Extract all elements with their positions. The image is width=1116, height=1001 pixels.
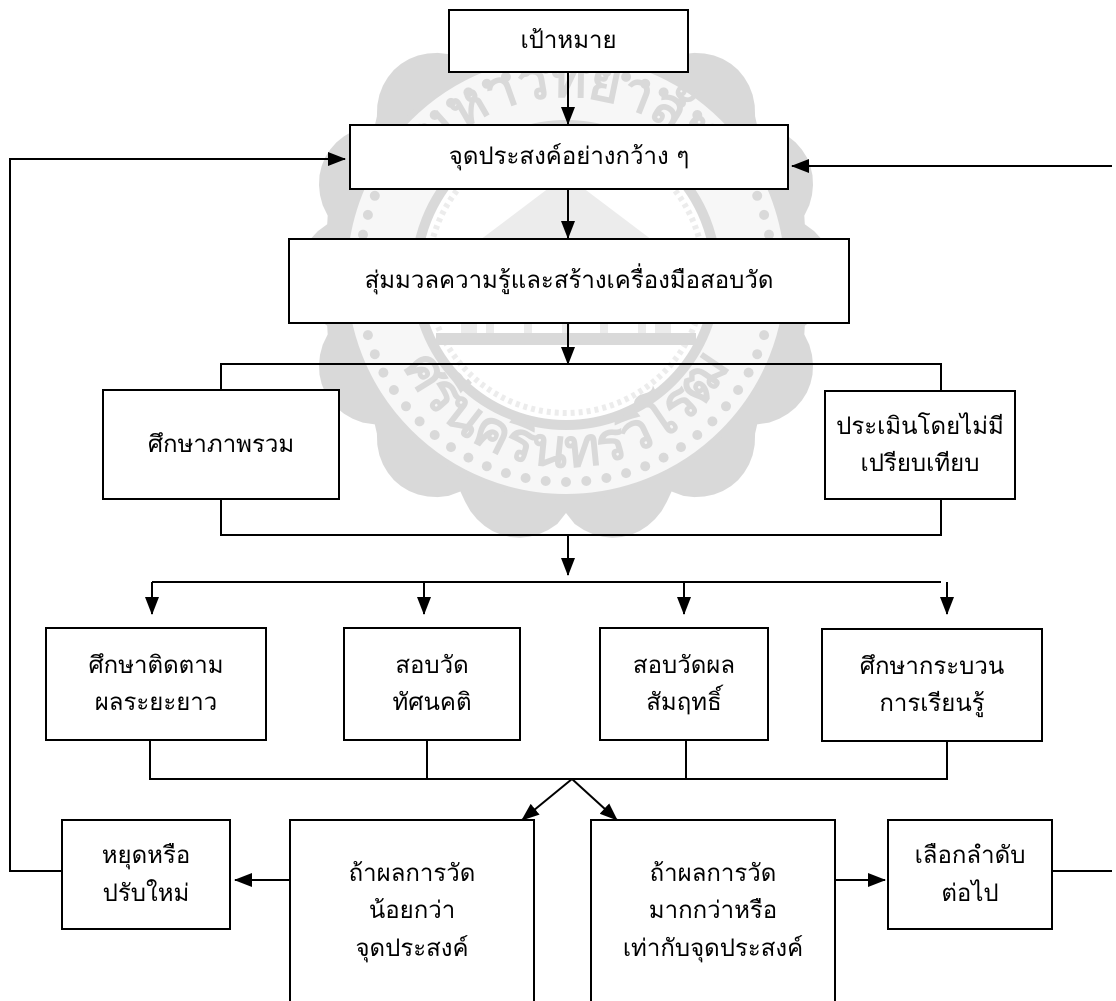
box-text-line: สุ่มมวลความรู้และสร้างเครื่องมือสอบวัด [364,266,774,295]
content-and-tools-box: สุ่มมวลความรู้และสร้างเครื่องมือสอบวัด [288,238,850,324]
box-text-line: มากกว่าหรือ [648,896,778,925]
box-text-line: หยุดหรือ [101,841,191,870]
box-text-line: ศึกษากระบวน [859,651,1005,680]
below-objective-box: ถ้าผลการวัดน้อยกว่าจุดประสงค์ [289,819,535,1001]
box-text-line: เท่ากับจุดประสงค์ [622,933,804,962]
box-text-line: ศึกษาติดตาม [88,650,224,679]
box-text-line: ทัศนคติ [392,688,472,716]
box-text-line: เลือกลำดับ [914,841,1026,870]
attitude-test-box: สอบวัดทัศนคติ [343,627,521,741]
box-text-line: สัมฤทธิ์ [646,688,722,716]
box-text-line: สอบวัดผล [632,650,736,679]
box-text-line: ถ้าผลการวัด [348,859,476,888]
longitudinal-study-box: ศึกษาติดตามผลระยะยาว [45,627,267,741]
meets-objective-box: ถ้าผลการวัดมากกว่าหรือเท่ากับจุดประสงค์ [590,819,836,1001]
box-text-line: เป้าหมาย [520,26,617,55]
bracket-bottom-eval [220,500,942,536]
achievement-test-box: สอบวัดผลสัมฤทธิ์ [599,627,769,741]
box-text-line: ประเมินโดยไม่มี [836,411,1004,440]
box-text-line: น้อยกว่า [368,896,456,925]
box-text-line: สอบวัด [395,650,469,679]
box-text-line: เปรียบเทียบ [860,449,980,477]
box-text-line: จุดประสงค์อย่างกว้าง ๆ [448,142,690,171]
stop-or-revise-box: หยุดหรือปรับใหม่ [61,819,231,930]
arrow-to-meets-objective [571,778,618,821]
box-text-line: ต่อไป [941,878,999,907]
arrow-to-below-objective [521,778,573,821]
box-text-line: ถ้าผลการวัด [649,859,777,888]
overview-study-box: ศึกษาภาพรวม [102,389,340,500]
next-sequence-box: เลือกลำดับต่อไป [887,819,1053,930]
bus-results [149,741,948,780]
non-comparative-box: ประเมินโดยไม่มีเปรียบเทียบ [824,390,1016,500]
feedback-stop-to-objectives [9,152,346,872]
broad-objectives-box: จุดประสงค์อย่างกว้าง ๆ [349,124,789,190]
box-text-line: ศึกษาภาพรวม [147,429,295,458]
box-text-line: ปรับใหม่ [102,878,190,907]
goal-box: เป้าหมาย [448,9,689,73]
box-text-line: ผลระยะยาว [94,688,218,716]
bracket-top-eval [220,363,942,390]
box-text-line: การเรียนรู้ [879,689,985,717]
learning-process-box: ศึกษากระบวนการเรียนรู้ [821,628,1043,742]
box-text-line: จุดประสงค์ [355,933,469,962]
